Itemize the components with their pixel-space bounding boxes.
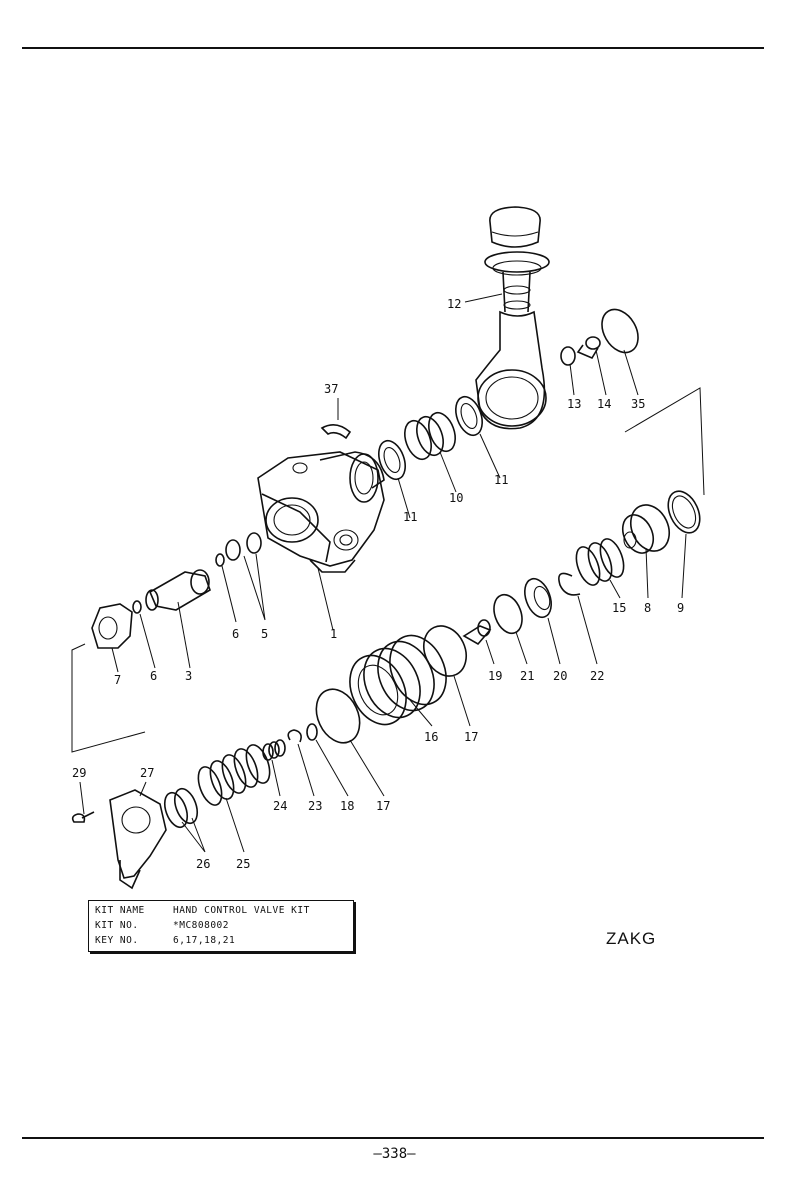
bottom-rule <box>22 1137 764 1139</box>
guide-37 <box>320 424 352 440</box>
label-6b: 6 <box>150 669 157 683</box>
washer-13 <box>560 346 576 366</box>
ring-11a <box>378 439 406 481</box>
label-25: 25 <box>236 857 250 871</box>
label-16: 16 <box>424 730 438 744</box>
label-13: 13 <box>567 397 581 411</box>
kit-row-keys: KEY NO. 6,17,18,21 <box>95 935 235 948</box>
label-5: 5 <box>261 627 268 641</box>
clip-23 <box>287 729 302 743</box>
label-37: 37 <box>324 382 338 396</box>
snap-ring-22 <box>558 572 581 596</box>
kit-keys-key: KEY NO. <box>95 935 139 946</box>
kit-number-key: KIT NO. <box>95 920 139 931</box>
label-26: 26 <box>196 857 210 871</box>
label-15: 15 <box>612 601 626 615</box>
label-20: 20 <box>553 669 567 683</box>
ring-11b <box>455 395 483 437</box>
disc-17a <box>423 625 467 677</box>
ring-9 <box>667 490 701 534</box>
label-9: 9 <box>677 601 684 615</box>
kit-name-value: HAND CONTROL VALVE KIT <box>173 905 310 916</box>
control-lever-knob <box>475 206 550 430</box>
kit-keys-value: 6,17,18,21 <box>173 935 236 946</box>
label-12: 12 <box>447 297 461 311</box>
spring-25 <box>197 744 271 806</box>
bolt-29 <box>71 811 95 823</box>
label-8: 8 <box>644 601 651 615</box>
spool-3 <box>145 569 211 611</box>
kit-row-number: KIT NO. *MC808002 <box>95 920 229 933</box>
disc-17b <box>315 688 361 744</box>
label-29: 29 <box>72 766 86 780</box>
plug-19 <box>462 619 492 646</box>
kit-row-name: KIT NAME HAND CONTROL VALVE KIT <box>95 905 310 918</box>
label-21: 21 <box>520 669 534 683</box>
part-labels: 37 12 13 14 35 11 10 11 1 5 6 3 6 7 8 9 … <box>72 297 684 871</box>
bellows-16 <box>349 634 447 726</box>
label-19: 19 <box>488 669 502 683</box>
label-23: 23 <box>308 799 322 813</box>
label-1: 1 <box>330 627 337 641</box>
ring-6b <box>132 600 142 614</box>
label-17b: 17 <box>376 799 390 813</box>
label-6a: 6 <box>232 627 239 641</box>
model-code: ZAKG <box>606 929 657 948</box>
kit-number-value: *MC808002 <box>173 920 229 931</box>
bushing-10 <box>404 411 456 461</box>
plate-35 <box>601 308 639 354</box>
bolt-14 <box>576 336 601 360</box>
label-11a: 11 <box>403 510 417 524</box>
ring-5 <box>225 532 262 561</box>
label-14: 14 <box>597 397 611 411</box>
page-number: –338– <box>373 1146 416 1162</box>
leader-lines <box>79 293 687 853</box>
housing-8 <box>621 504 671 554</box>
label-10: 10 <box>449 491 463 505</box>
label-35: 35 <box>631 397 645 411</box>
spring-15 <box>575 538 625 586</box>
label-7: 7 <box>114 673 121 687</box>
kit-info-table: KIT NAME HAND CONTROL VALVE KIT KIT NO. *M… <box>88 900 354 952</box>
top-rule <box>22 47 764 49</box>
label-27: 27 <box>140 766 154 780</box>
label-22: 22 <box>590 669 604 683</box>
ring-18 <box>306 723 318 741</box>
cover-27 <box>109 789 167 890</box>
label-18: 18 <box>340 799 354 813</box>
seal-20 <box>524 577 552 619</box>
label-17a: 17 <box>464 730 478 744</box>
seal-26 <box>163 787 199 829</box>
kit-name-key: KIT NAME <box>95 905 145 916</box>
plate-21 <box>493 593 523 635</box>
ring-6a <box>215 553 225 567</box>
flange-7 <box>91 603 133 649</box>
label-3: 3 <box>185 669 192 683</box>
valve-body <box>257 451 385 573</box>
label-24: 24 <box>273 799 287 813</box>
label-11b: 11 <box>494 473 508 487</box>
